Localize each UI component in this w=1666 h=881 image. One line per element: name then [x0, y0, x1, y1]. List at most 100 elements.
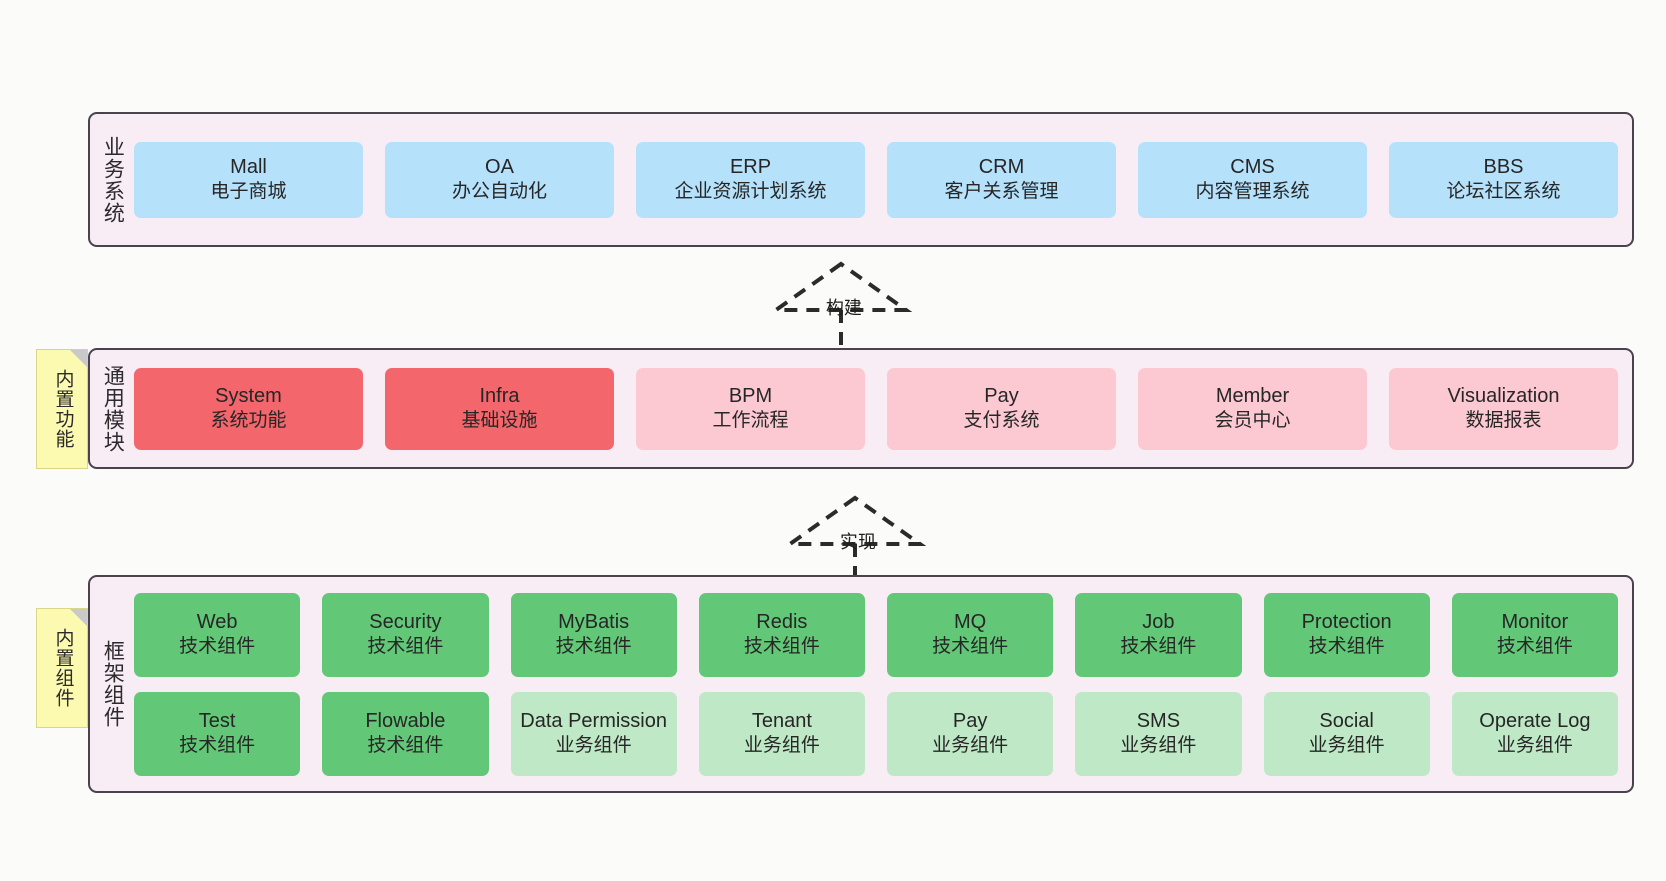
card-title: Flowable [365, 710, 446, 733]
card-data-permission[interactable]: Data Permission 业务组件 [510, 691, 677, 776]
note-builtin-component: 内置组件 [36, 608, 88, 728]
connector-implement: 实现 [770, 492, 940, 587]
folded-corner-icon [70, 609, 87, 626]
card-subtitle: 企业资源计划系统 [674, 181, 827, 203]
note-label: 内置组件 [52, 628, 74, 708]
card-sms[interactable]: SMS 业务组件 [1075, 691, 1242, 776]
card-operate-log[interactable]: Operate Log 业务组件 [1451, 691, 1618, 776]
connector-build: 构建 [756, 258, 926, 353]
card-cms[interactable]: CMS 内容管理系统 [1138, 141, 1367, 218]
card-subtitle: 会员中心 [1214, 410, 1291, 432]
card-oa[interactable]: OA 办公自动化 [385, 141, 614, 218]
card-protection[interactable]: Protection 技术组件 [1263, 592, 1430, 677]
card-pay[interactable]: Pay 支付系统 [887, 367, 1116, 450]
card-subtitle: 业务组件 [1308, 735, 1385, 757]
card-subtitle: 业务组件 [932, 735, 1009, 757]
card-title: Tenant [751, 710, 812, 733]
card-mall[interactable]: Mall 电子商城 [134, 141, 363, 218]
card-subtitle: 基础设施 [461, 410, 538, 432]
card-title: System [215, 385, 282, 408]
card-title: Data Permission [520, 710, 667, 733]
card-member[interactable]: Member 会员中心 [1138, 367, 1367, 450]
card-subtitle: 技术组件 [932, 636, 1009, 658]
card-social[interactable]: Social 业务组件 [1263, 691, 1430, 776]
card-subtitle: 业务组件 [743, 735, 820, 757]
card-mybatis[interactable]: MyBatis 技术组件 [510, 592, 677, 677]
card-mq[interactable]: MQ 技术组件 [887, 592, 1054, 677]
card-redis[interactable]: Redis 技术组件 [698, 592, 865, 677]
folded-corner-icon [70, 350, 87, 367]
card-title: OA [485, 156, 514, 179]
card-subtitle: 技术组件 [179, 636, 256, 658]
card-title: Security [369, 611, 442, 634]
note-label: 内置功能 [52, 369, 74, 449]
card-visualization[interactable]: Visualization 数据报表 [1389, 367, 1618, 450]
card-bbs[interactable]: BBS 论坛社区系统 [1389, 141, 1618, 218]
card-title: Pay [984, 385, 1019, 408]
card-monitor[interactable]: Monitor 技术组件 [1451, 592, 1618, 677]
card-subtitle: 技术组件 [743, 636, 820, 658]
connector-implement-label: 实现 [839, 532, 876, 552]
card-title: MQ [954, 611, 987, 634]
card-subtitle: 技术组件 [1496, 636, 1573, 658]
layer-business-system: 业务系统 Mall 电子商城 OA 办公自动化 ERP 企业资源计划系统 CRM… [88, 112, 1634, 247]
card-title: Pay [952, 710, 988, 733]
card-subtitle: 技术组件 [367, 735, 444, 757]
card-title: Job [1142, 611, 1175, 634]
card-title: Member [1215, 385, 1290, 408]
card-test[interactable]: Test 技术组件 [134, 691, 301, 776]
card-title: Monitor [1501, 611, 1569, 634]
layer-body-framework: Web 技术组件 Security 技术组件 MyBatis 技术组件 Redi… [134, 577, 1632, 791]
card-title: Infra [479, 385, 520, 408]
layer-title-business: 业务系统 [101, 135, 125, 224]
layer-framework-component: 框架组件 Web 技术组件 Security 技术组件 MyBatis 技术组件… [88, 575, 1634, 793]
framework-tech-row: Web 技术组件 Security 技术组件 MyBatis 技术组件 Redi… [134, 592, 1618, 677]
card-subtitle: 系统功能 [210, 410, 287, 432]
card-subtitle: 支付系统 [963, 410, 1040, 432]
card-tenant[interactable]: Tenant 业务组件 [698, 691, 865, 776]
card-title: SMS [1136, 710, 1181, 733]
business-card-row: Mall 电子商城 OA 办公自动化 ERP 企业资源计划系统 CRM 客户关系… [134, 141, 1618, 218]
note-builtin-function: 内置功能 [36, 349, 88, 469]
card-subtitle: 业务组件 [1120, 735, 1197, 757]
card-title: Mall [230, 156, 267, 179]
card-title: MyBatis [558, 611, 630, 634]
card-title: ERP [729, 156, 772, 179]
card-subtitle: 电子商城 [210, 181, 287, 203]
card-flowable[interactable]: Flowable 技术组件 [322, 691, 489, 776]
card-title: Operate Log [1479, 710, 1591, 733]
card-subtitle: 客户关系管理 [944, 181, 1059, 203]
card-erp[interactable]: ERP 企业资源计划系统 [636, 141, 865, 218]
card-title: Web [196, 611, 238, 634]
card-subtitle: 论坛社区系统 [1446, 181, 1561, 203]
card-subtitle: 技术组件 [1120, 636, 1197, 658]
common-card-row: System 系统功能 Infra 基础设施 BPM 工作流程 Pay 支付系统… [134, 367, 1618, 450]
layer-title-common: 通用模块 [101, 364, 125, 453]
card-crm[interactable]: CRM 客户关系管理 [887, 141, 1116, 218]
card-subtitle: 技术组件 [179, 735, 256, 757]
card-bpm[interactable]: BPM 工作流程 [636, 367, 865, 450]
card-title: CMS [1230, 156, 1275, 179]
card-title: BBS [1483, 156, 1524, 179]
framework-biz-row: Test 技术组件 Flowable 技术组件 Data Permission … [134, 691, 1618, 776]
build-arrow-icon [769, 261, 913, 353]
card-pay-biz[interactable]: Pay 业务组件 [887, 691, 1054, 776]
card-subtitle: 办公自动化 [451, 181, 547, 203]
card-subtitle: 技术组件 [555, 636, 632, 658]
card-title: Visualization [1447, 385, 1560, 408]
layer-title-framework: 框架组件 [101, 640, 125, 728]
card-job[interactable]: Job 技术组件 [1075, 592, 1242, 677]
card-title: Test [198, 710, 236, 733]
layer-common-module: 通用模块 System 系统功能 Infra 基础设施 BPM 工作流程 Pay… [88, 348, 1634, 469]
card-title: Social [1319, 710, 1374, 733]
card-title: Protection [1301, 611, 1392, 634]
implement-arrow-icon [783, 495, 927, 587]
card-web[interactable]: Web 技术组件 [134, 592, 301, 677]
card-infra[interactable]: Infra 基础设施 [385, 367, 614, 450]
card-subtitle: 业务组件 [1496, 735, 1573, 757]
card-subtitle: 技术组件 [1308, 636, 1385, 658]
card-system[interactable]: System 系统功能 [134, 367, 363, 450]
layer-body-common: System 系统功能 Infra 基础设施 BPM 工作流程 Pay 支付系统… [134, 350, 1632, 467]
card-security[interactable]: Security 技术组件 [322, 592, 489, 677]
